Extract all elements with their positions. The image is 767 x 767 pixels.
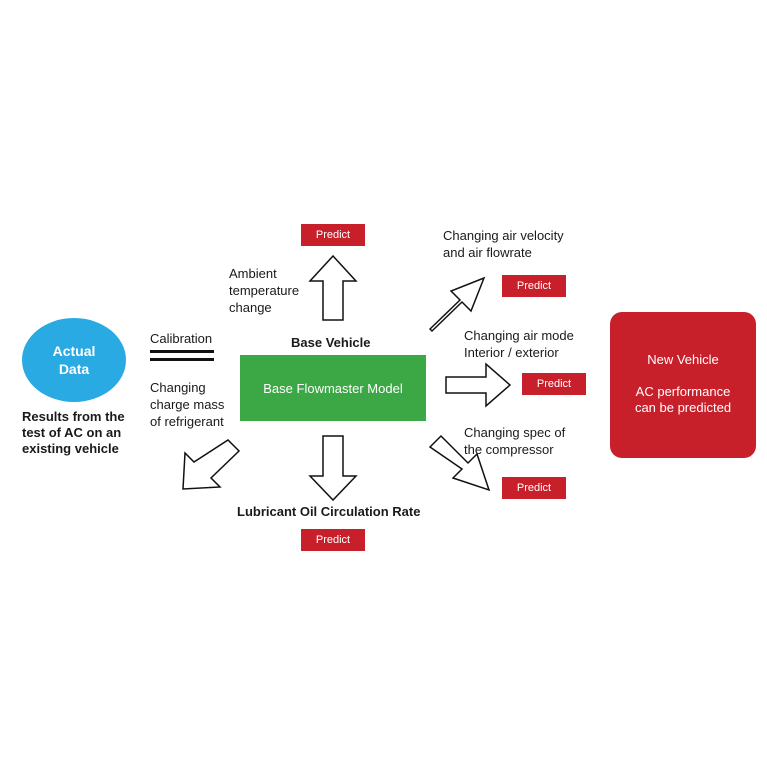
source-caption-3: existing vehicle xyxy=(22,441,119,456)
new-vehicle-line2: can be predicted xyxy=(634,400,732,415)
new-vehicle-line1: AC performance xyxy=(635,384,731,399)
source-caption-2: test of AC on an xyxy=(22,425,122,440)
air-mode-label-1: Changing air mode xyxy=(464,328,574,343)
arrow-up xyxy=(308,254,358,321)
compressor-label-2: the compressor xyxy=(464,442,554,457)
ambient-label-3: change xyxy=(229,300,272,315)
air-velocity-label-1: Changing air velocity xyxy=(443,228,564,243)
source-caption-1: Results from the xyxy=(22,409,125,424)
predict-ambient: Predict xyxy=(301,224,365,246)
base-model-label: Base Flowmaster Model xyxy=(263,380,403,396)
calibration-line-bottom xyxy=(150,358,214,361)
predict-compressor: Predict xyxy=(502,477,566,499)
air-velocity-label-2: and air flowrate xyxy=(443,245,532,260)
actual-data-line2: Data xyxy=(58,361,90,377)
ambient-label-1: Ambient xyxy=(229,266,277,281)
air-mode-label-2: Interior / exterior xyxy=(464,345,559,360)
new-vehicle-node: New Vehicle AC performance can be predic… xyxy=(610,312,756,458)
ambient-label-2: temperature xyxy=(229,283,300,298)
calibration-line-top xyxy=(150,350,214,353)
lubricant-label: Lubricant Oil Circulation Rate xyxy=(237,504,421,519)
arrow-down-left xyxy=(182,439,241,490)
arrow-down xyxy=(308,435,358,502)
new-vehicle-title: New Vehicle xyxy=(647,352,719,367)
predict-air-mode: Predict xyxy=(522,373,586,395)
compressor-label-1: Changing spec of xyxy=(464,425,566,440)
charge-label-3: of refrigerant xyxy=(150,414,224,429)
arrow-up-right xyxy=(428,276,486,333)
predict-lubricant: Predict xyxy=(301,529,365,551)
actual-data-line1: Actual xyxy=(52,343,96,359)
calibration-label: Calibration xyxy=(150,331,213,346)
charge-label-2: charge mass xyxy=(150,397,225,412)
predict-air-velocity: Predict xyxy=(502,275,566,297)
base-model-node: Base Flowmaster Model xyxy=(240,355,426,421)
arrow-right xyxy=(445,362,512,408)
actual-data-node: Actual Data xyxy=(22,318,126,402)
base-vehicle-label: Base Vehicle xyxy=(291,335,371,350)
arrow-down-right xyxy=(428,434,491,492)
charge-label-1: Changing xyxy=(150,380,206,395)
